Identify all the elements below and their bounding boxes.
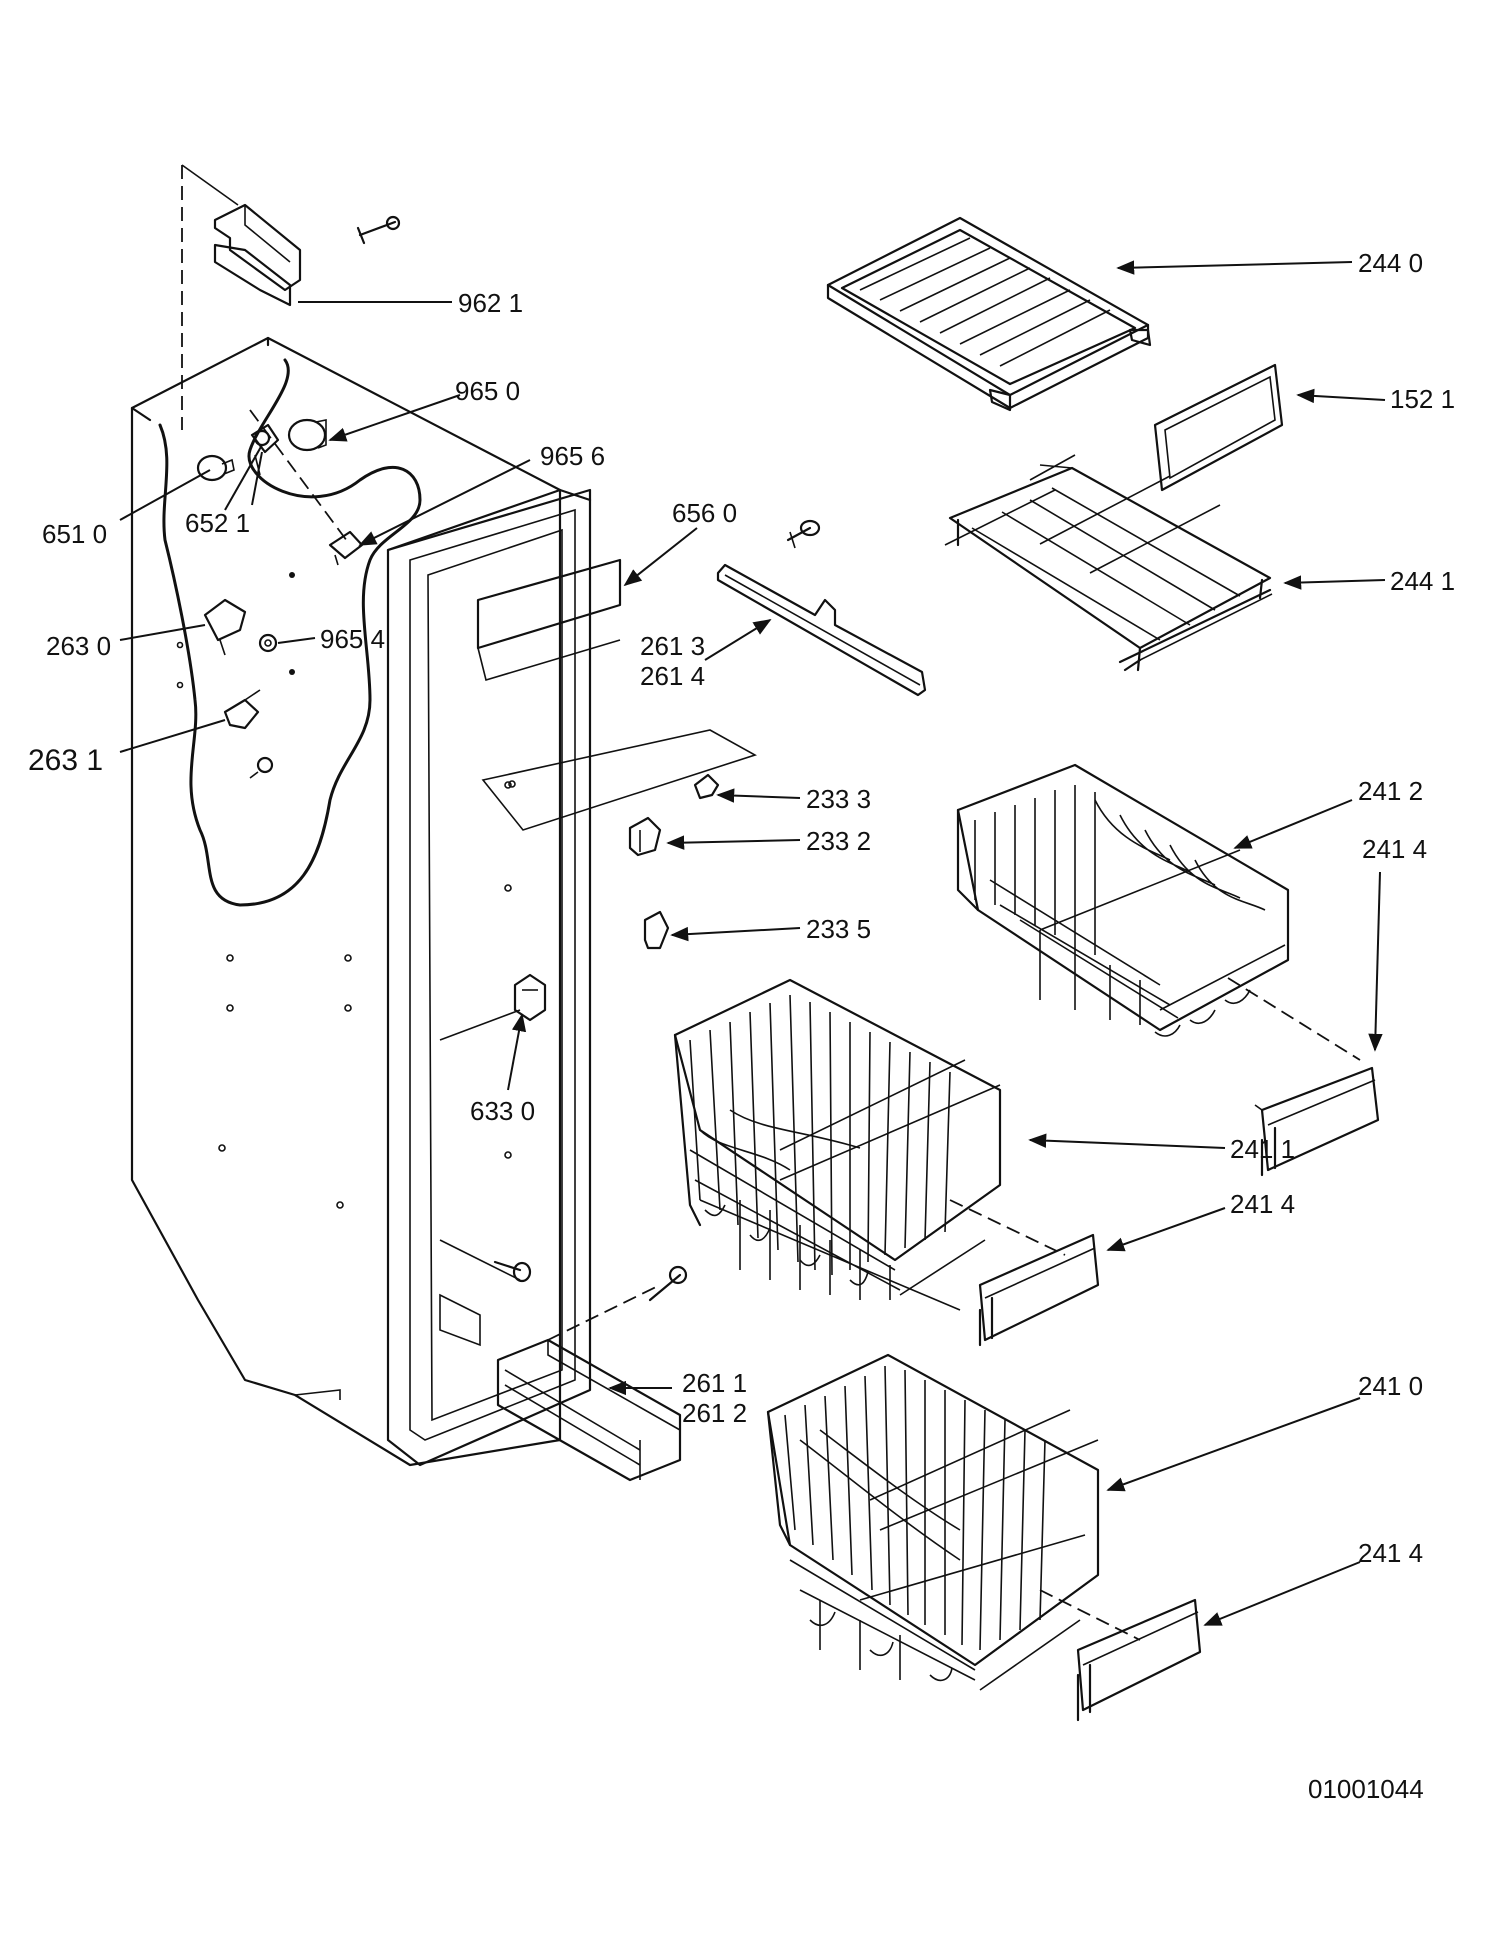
callout-2611: 261 1 <box>682 1368 747 1398</box>
clip-2333 <box>693 773 720 800</box>
screw-top <box>356 215 401 245</box>
callout-9654: 965 4 <box>320 624 385 654</box>
callout-2614: 261 4 <box>640 661 705 691</box>
lamp-bulb <box>196 454 235 482</box>
freezer-cabinet <box>130 336 682 1482</box>
screw-2611 <box>648 1265 688 1302</box>
callout-6560: 656 0 <box>672 498 737 528</box>
label-panel <box>481 729 757 831</box>
callout-2332: 233 2 <box>806 826 871 856</box>
wiring-harness <box>158 358 422 907</box>
callout-6510: 651 0 <box>42 519 107 549</box>
front-plate-2414b <box>978 1233 1100 1347</box>
control-2631 <box>223 689 261 730</box>
screw-side <box>249 756 274 779</box>
front-plate-2414c <box>1076 1598 1202 1722</box>
leader-lines <box>119 260 1386 1626</box>
drawing-number: 01001044 <box>1308 1774 1424 1804</box>
basket-2412 <box>956 763 1290 1037</box>
callout-2414c: 241 4 <box>1358 1538 1423 1568</box>
screw-6560 <box>786 519 821 549</box>
clip-2335 <box>643 910 670 950</box>
control-2630 <box>203 598 247 656</box>
callout-9656: 965 6 <box>540 441 605 471</box>
rail-6560 <box>716 563 927 697</box>
basket-2411 <box>673 978 1002 1311</box>
callout-2411: 241 1 <box>1230 1134 1295 1164</box>
light-shield <box>287 418 327 452</box>
switch-9656 <box>328 530 364 566</box>
clip-2332 <box>628 816 662 857</box>
callout-6521: 652 1 <box>185 508 250 538</box>
shelf-2440 <box>826 216 1152 412</box>
basket-2410 <box>766 1353 1100 1691</box>
callout-9650: 965 0 <box>455 376 520 406</box>
screw-lower <box>493 1260 532 1283</box>
callout-1521: 152 1 <box>1390 384 1455 414</box>
callout-6330: 633 0 <box>470 1096 535 1126</box>
callout-2414b: 241 4 <box>1230 1189 1295 1219</box>
trim-1521 <box>1153 363 1284 492</box>
front-plate-2414a <box>1254 1066 1380 1177</box>
callout-2630: 263 0 <box>46 631 111 661</box>
top-bracket-9621 <box>213 203 302 307</box>
callout-2631: 263 1 <box>28 744 103 777</box>
callout-2412: 241 2 <box>1358 776 1423 806</box>
wire-shelf-2441 <box>944 454 1273 672</box>
callout-2414a: 241 4 <box>1362 834 1427 864</box>
callout-2612: 261 2 <box>682 1398 747 1428</box>
callout-2333: 233 3 <box>806 784 871 814</box>
knob-9654 <box>258 633 278 653</box>
callout-9621: 962 1 <box>458 288 523 318</box>
callout-2440: 244 0 <box>1358 248 1423 278</box>
callout-2410: 241 0 <box>1358 1371 1423 1401</box>
switch-6330 <box>513 973 547 1022</box>
callout-2613: 261 3 <box>640 631 705 661</box>
callout-2441: 244 1 <box>1390 566 1455 596</box>
callout-labels: 962 1 965 0 965 6 651 0 652 1 263 0 965 … <box>28 248 1455 1804</box>
callout-2335: 233 5 <box>806 914 871 944</box>
